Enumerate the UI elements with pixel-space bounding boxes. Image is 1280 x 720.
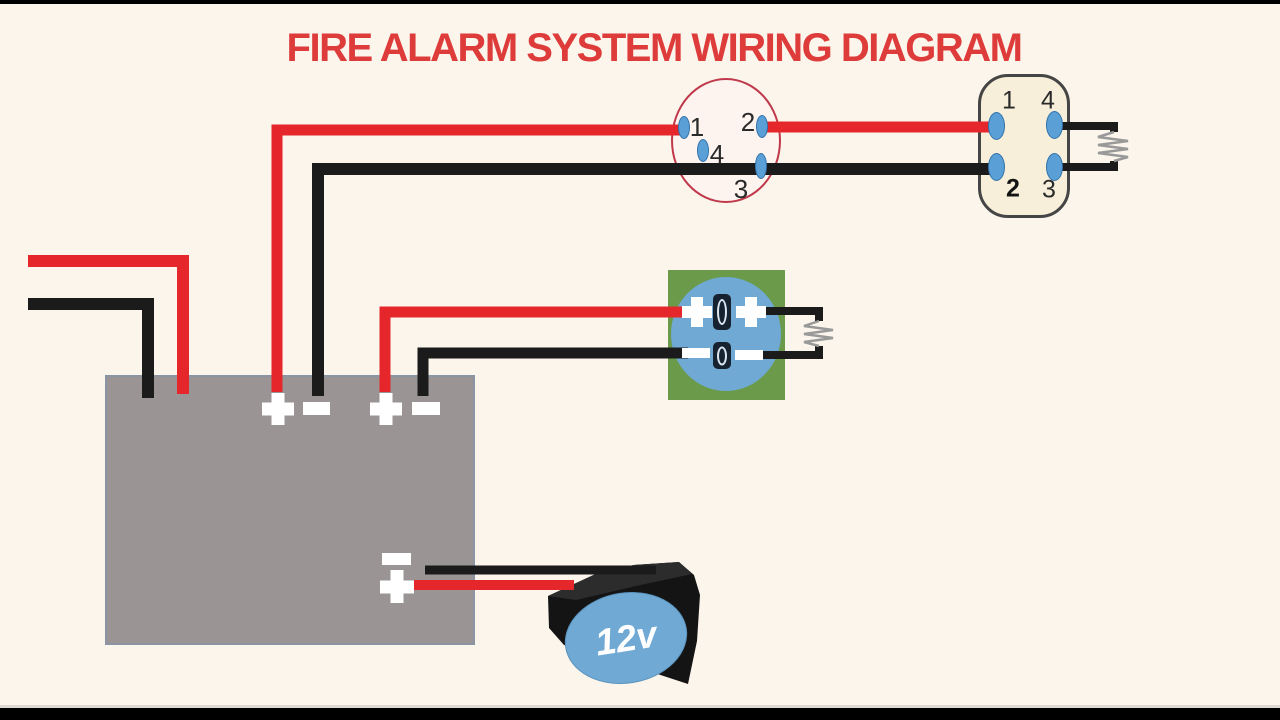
detector-terminal-3-contact — [755, 153, 767, 179]
detector-terminal-2-label: 2 — [740, 107, 756, 137]
sounder-eol-resistor — [803, 319, 834, 348]
sounder-indicator-bottom — [713, 342, 731, 369]
black-wire-panel-to-callpoint — [312, 163, 994, 396]
panel-zone2-positive-terminal — [370, 393, 402, 425]
letterbox-bottom — [0, 708, 1280, 720]
sounder-indicator-top — [713, 294, 731, 330]
red-wire-panel-to-detector — [271, 124, 684, 392]
battery-top-face — [548, 562, 692, 600]
sounder-negative-terminal — [682, 348, 710, 358]
callpoint-terminal-1-label: 1 — [1002, 86, 1016, 115]
battery-label-sticker — [564, 592, 688, 684]
panel-zone1-positive-terminal — [262, 393, 294, 425]
plus-icon — [271, 393, 285, 425]
callpoint-terminal-4-contact — [1046, 111, 1063, 139]
detector-terminal-1-contact — [678, 116, 690, 139]
bottom-divider-line — [0, 705, 1280, 708]
callpoint-terminal-2-contact — [988, 153, 1005, 181]
detector-terminal-4-label: 4 — [709, 139, 725, 169]
sounder-positive-out-terminal — [736, 297, 766, 327]
panel-zone2-negative-terminal — [412, 402, 440, 415]
call-point-body — [978, 74, 1070, 218]
detector-terminal-1-label: 1 — [689, 112, 705, 142]
panel-battery-negative-terminal — [382, 553, 411, 565]
callpoint-terminal-2-label: 2 — [1006, 174, 1020, 203]
letterbox-top — [0, 0, 1280, 4]
callpoint-eol-resistor — [1097, 130, 1129, 163]
sounder-positive-terminal — [682, 297, 712, 327]
plus-icon — [390, 570, 404, 603]
battery-voltage-label: 12v — [592, 613, 662, 664]
sounder-negative-out-terminal — [735, 350, 763, 360]
callpoint-terminal-3-contact — [1046, 153, 1063, 181]
callpoint-terminal-4-label: 4 — [1041, 86, 1055, 115]
detector-terminal-2-contact — [756, 115, 768, 138]
plus-icon — [691, 297, 703, 327]
panel-zone1-negative-terminal — [303, 402, 330, 415]
callpoint-terminal-3-label: 3 — [1042, 175, 1056, 204]
detector-terminal-3-label: 3 — [733, 174, 749, 204]
plus-icon — [745, 297, 757, 327]
battery-case — [548, 562, 700, 684]
panel-battery-positive-terminal — [380, 570, 414, 603]
indicator-lens — [717, 299, 727, 325]
callpoint-terminal-1-contact — [988, 112, 1005, 140]
battery: 12v — [548, 562, 700, 684]
diagram-title: FIRE ALARM SYSTEM WIRING DIAGRAM — [286, 26, 1023, 70]
indicator-lens — [717, 346, 727, 365]
detector-terminal-4-contact — [697, 139, 709, 162]
control-panel-body — [105, 375, 475, 645]
smoke-detector-body — [671, 78, 781, 203]
plus-icon — [379, 393, 393, 425]
